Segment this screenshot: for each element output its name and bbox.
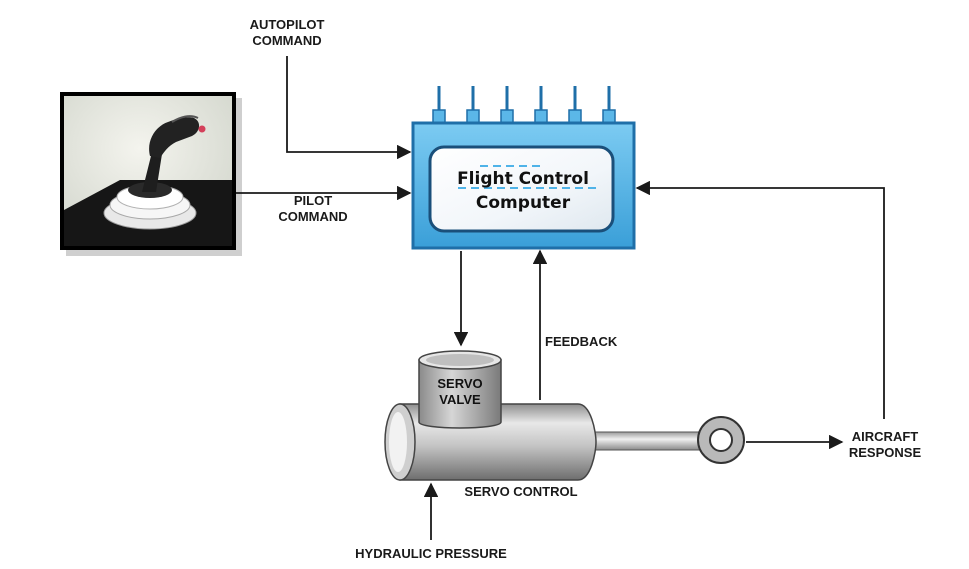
servo-control-label: SERVO CONTROL bbox=[464, 484, 577, 499]
aircraft-response-line1: AIRCRAFT bbox=[852, 429, 918, 444]
hydraulic-pressure-label: HYDRAULIC PRESSURE bbox=[355, 546, 507, 561]
servo-valve-line2: VALVE bbox=[439, 392, 481, 407]
pilot-label-line2: COMMAND bbox=[278, 209, 347, 224]
flight-control-computer: Flight Control Computer bbox=[411, 86, 636, 250]
servo-valve: SERVO VALVE bbox=[418, 350, 502, 429]
servo-valve-line1: SERVO bbox=[437, 376, 482, 391]
aircraft-response-line2: RESPONSE bbox=[849, 445, 922, 460]
autopilot-arrow bbox=[286, 56, 412, 160]
arrows bbox=[236, 56, 885, 540]
computer-label-line1: Flight Control bbox=[457, 169, 589, 189]
response-feedback-arrow bbox=[635, 180, 885, 419]
feedback-label: FEEDBACK bbox=[545, 334, 618, 349]
joystick-panel bbox=[60, 92, 242, 256]
autopilot-label-line2: COMMAND bbox=[252, 33, 321, 48]
autopilot-label-line1: AUTOPILOT bbox=[250, 17, 325, 32]
labels: AUTOPILOT COMMAND PILOT COMMAND FEEDBACK… bbox=[250, 17, 922, 561]
pilot-label-line1: PILOT bbox=[294, 193, 332, 208]
computer-label-line2: Computer bbox=[476, 193, 571, 213]
servo-control-assembly: SERVO VALVE bbox=[384, 350, 745, 481]
piston-rod bbox=[591, 431, 703, 451]
connector-pins bbox=[432, 86, 616, 125]
joystick-icon bbox=[103, 115, 206, 230]
